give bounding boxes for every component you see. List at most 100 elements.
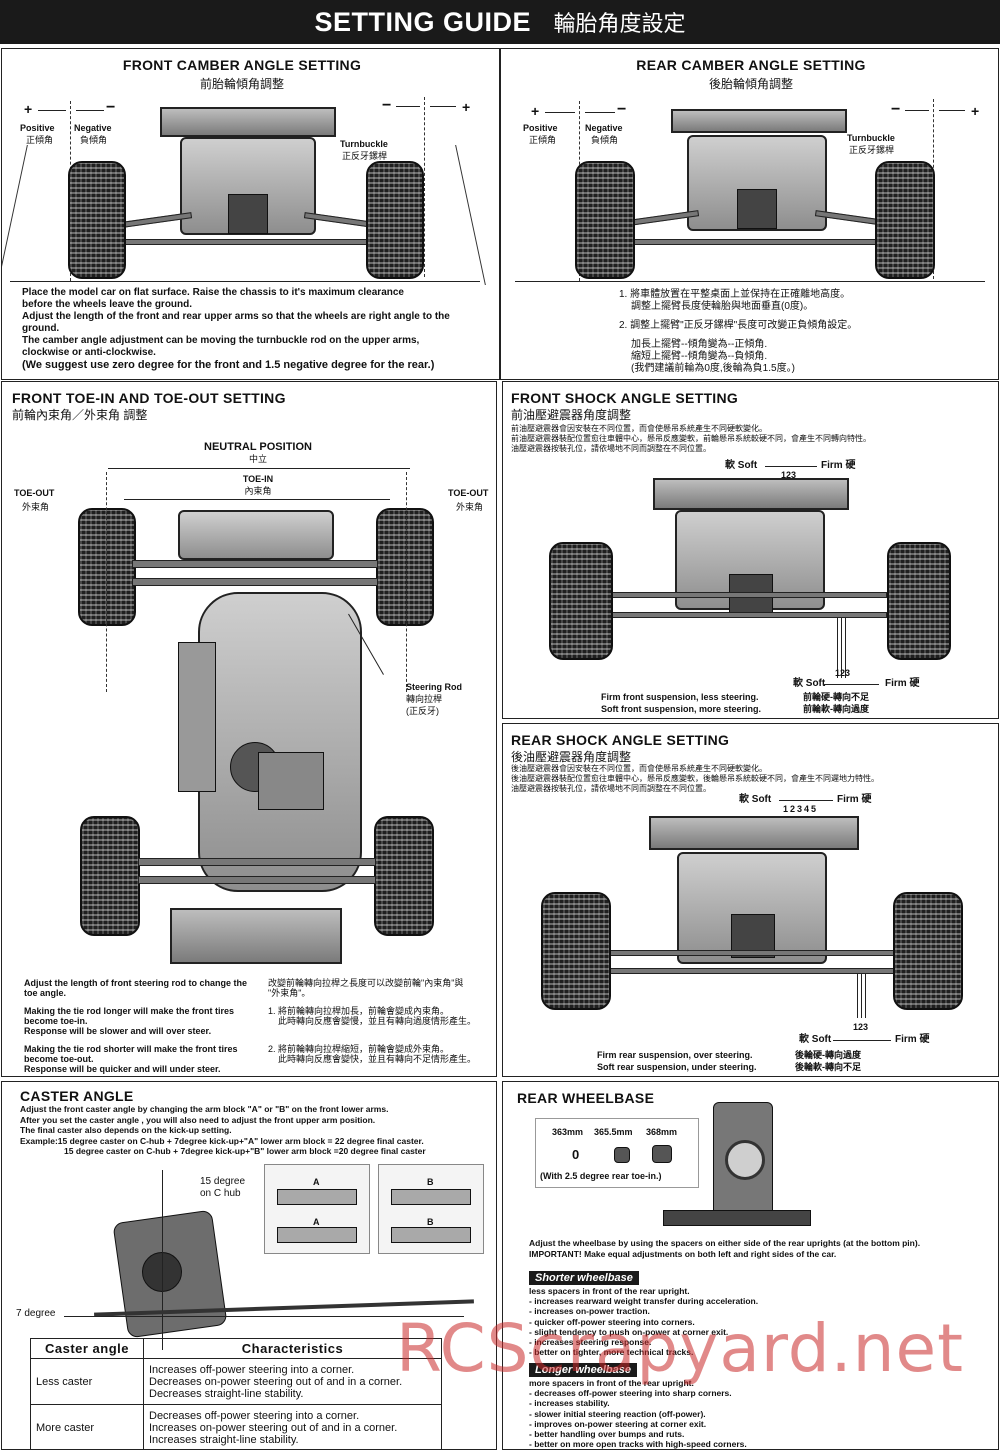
toe-note-zh: 此時轉向反應會變慢，並且有轉向過度情形產生。: [278, 1016, 477, 1026]
caster-table: Caster angle Characteristics Less caster…: [30, 1338, 442, 1449]
page-title-zh: 輪胎角度設定: [553, 11, 686, 36]
shorter-item: - quicker off-power steering into corner…: [529, 1316, 695, 1327]
rear-shock-note2-zh: 後輪軟-轉向不足: [795, 1062, 861, 1072]
front-camber-panel: FRONT CAMBER ANGLE SETTING 前胎輪傾角調整 + − P…: [1, 48, 500, 380]
shorter-section: Shorter wheelbase less spacers in front …: [529, 1268, 929, 1357]
rear-shock-title: REAR SHOCK ANGLE SETTING: [511, 732, 730, 748]
caster-panel: CASTER ANGLE Adjust the front caster ang…: [1, 1081, 497, 1450]
size-365: 365.5mm: [594, 1127, 633, 1137]
front-camber-wing-illustration: [160, 107, 336, 137]
caster-intro-line: After you set the caster angle , you wil…: [20, 1114, 376, 1125]
front-shock-right-tire: [887, 542, 951, 660]
plus-sign-right: +: [971, 103, 980, 119]
negative-label-zh: 負傾角: [591, 135, 619, 145]
shorter-item: - increases on-power traction.: [529, 1306, 650, 1317]
front-camber-note: clockwise or anti-clockwise.: [22, 347, 156, 358]
toe-note-zh: 2. 將前輪轉向拉桿縮短，前輪會變成外束角。: [268, 1044, 450, 1054]
toe-panel: FRONT TOE-IN AND TOE-OUT SETTING 前輪內束角／外…: [1, 381, 497, 1077]
longer-item: - better handling over bumps and ruts.: [529, 1429, 685, 1440]
rear-shock-note1-zh: 後輪硬-轉向過度: [795, 1050, 861, 1060]
front-camber-title-zh: 前胎輪傾角調整: [199, 77, 284, 91]
caster-title: CASTER ANGLE: [20, 1088, 134, 1104]
rear-shock-holes-bottom: 123: [853, 1022, 869, 1032]
spacer-box: 363mm 365.5mm 368mm 0 (With 2.5 degree r…: [535, 1118, 699, 1188]
rear-shock-title-zh: 後油壓避震器角度調整: [511, 750, 632, 764]
positive-label-zh: 正傾角: [529, 135, 557, 145]
rear-toe-note: (With 2.5 degree rear toe-in.): [540, 1171, 662, 1181]
plus-sign-left: +: [24, 101, 33, 117]
rear-shock-firm-top: Firm 硬: [837, 794, 872, 805]
front-shock-left-tire: [549, 542, 613, 660]
shorter-item: - better on tighter, more technical trac…: [529, 1347, 694, 1358]
rear-camber-panel: REAR CAMBER ANGLE SETTING 後胎輪傾角調整 + − Po…: [500, 48, 999, 380]
negative-label-zh: 負傾角: [80, 135, 108, 145]
toe-in-label-zh: 內束角: [244, 486, 272, 496]
longer-item: more spacers in front of the rear uprigh…: [529, 1378, 694, 1388]
minus-sign-left: −: [106, 99, 116, 116]
front-shock-firm-bottom: Firm 硬: [885, 678, 920, 689]
turnbuckle-label-zh: 正反牙鏍桿: [342, 151, 388, 161]
caster-char: Decreases on-power steering out of and i…: [149, 1375, 403, 1388]
toe-note: Adjust the length of front steering rod …: [24, 978, 247, 988]
rear-camber-note: 縮短上擺臂--傾角變為--負傾角.: [631, 351, 768, 362]
toe-note-zh: 此時轉向反應會變快，並且有轉向不足情形產生。: [278, 1054, 477, 1064]
rear-left-tire-illustration: [575, 161, 635, 279]
rear-camber-note: 1. 將車體放置在平整桌面上並保持在正確離地高度。: [619, 289, 851, 300]
front-camber-note: Adjust the length of the front and rear …: [22, 311, 450, 322]
rear-camber-wing-illustration: [671, 109, 847, 133]
toe-notes-en: Adjust the length of front steering rod …: [24, 978, 260, 1074]
longer-item: - improves on-power steering at corner e…: [529, 1418, 707, 1429]
longer-item: - better on more open tracks with high-s…: [529, 1439, 747, 1450]
watermark-text: RCScrapyard.net: [396, 1310, 964, 1387]
front-shock-soft-bottom: 軟 Soft: [793, 678, 826, 689]
turnbuckle-label: Turnbuckle: [847, 133, 895, 143]
front-camber-note: before the wheels leave the ground.: [22, 299, 193, 310]
toe-in-label: TOE-IN: [242, 474, 274, 484]
caster-chub-label: on C hub: [200, 1188, 241, 1199]
shorter-item: - increases steering response.: [529, 1337, 652, 1348]
rear-shock-left-tire: [541, 892, 611, 1010]
minus-sign-left: −: [617, 101, 627, 118]
arm-block-a-box: A A: [264, 1164, 370, 1254]
plus-sign-right: +: [462, 99, 471, 115]
zero-spacer-label: 0: [572, 1147, 580, 1162]
positive-label-zh: 正傾角: [26, 135, 54, 145]
front-shock-note2-zh: 前輪軟-轉向過度: [803, 704, 869, 714]
plus-sign-left: +: [531, 103, 540, 119]
rear-shock-note1: Firm rear suspension, over steering.: [597, 1050, 753, 1060]
toe-notes-zh: 改變前輪轉向拉桿之長度可以改變前輪"內束角"與 "外束角"。 1. 將前輪轉向拉…: [268, 978, 492, 1064]
page-header: SETTING GUIDE 輪胎角度設定: [0, 0, 1000, 44]
rear-shock-desc-line: 後油壓避震器會因安裝在不同位置，而會使懸吊系統產生不同硬軟變化。: [511, 764, 767, 773]
toe-note: Response will be quicker and will under …: [24, 1064, 221, 1074]
front-shock-panel: FRONT SHOCK ANGLE SETTING 前油壓避震器角度調整 前油壓…: [502, 381, 999, 719]
caster-row-name: Less caster: [30, 1358, 144, 1405]
rear-shock-soft-bottom: 軟 Soft: [799, 1034, 832, 1045]
toe-note-zh: 1. 將前輪轉向拉桿加長，前輪會變成內束角。: [268, 1006, 450, 1016]
toe-title: FRONT TOE-IN AND TOE-OUT SETTING: [12, 390, 286, 406]
front-camber-notes: Place the model car on flat surface. Rai…: [22, 287, 498, 371]
front-shock-wing: [653, 478, 849, 510]
neutral-label: NEUTRAL POSITION: [204, 441, 312, 453]
rear-camber-notes: 1. 將車體放置在平整桌面上並保持在正確離地高度。 調整上擺臂長度使輪胎與地面垂…: [619, 289, 989, 375]
caster-col-angle: Caster angle: [30, 1338, 144, 1359]
rear-camber-note: 2. 調整上擺臂"正反牙鏍桿"長度可改變正負傾角設定。: [619, 320, 858, 331]
front-right-tire-illustration: [366, 161, 424, 279]
wheelbase-panel: REAR WHEELBASE 363mm 365.5mm 368mm 0 (Wi…: [502, 1081, 999, 1450]
size-363: 363mm: [552, 1127, 584, 1137]
caster-col-characteristics: Characteristics: [143, 1338, 442, 1359]
caster-intro-line: Adjust the front caster angle by changin…: [20, 1104, 389, 1114]
rear-shock-firm-bottom: Firm 硬: [895, 1034, 930, 1045]
positive-label: Positive: [20, 123, 55, 133]
toe-rear-left-tire: [80, 816, 140, 936]
turnbuckle-label: Turnbuckle: [340, 139, 388, 149]
front-camber-note: (We suggest use zero degree for the fron…: [22, 359, 435, 371]
front-shock-desc: 前油壓避震器會因安裝在不同位置，而會使懸吊系統產生不同硬軟變化。 前油壓避震器裝…: [511, 424, 997, 454]
negative-label: Negative: [585, 123, 623, 133]
longer-title: Longer wheelbase: [529, 1363, 637, 1377]
longer-section: Longer wheelbase more spacers in front o…: [529, 1360, 929, 1449]
wheelbase-intro-line: Adjust the wheelbase by using the spacer…: [529, 1238, 921, 1248]
caster-char: Decreases off-power steering into a corn…: [149, 1409, 360, 1422]
rear-shock-holes-top: 12345: [783, 804, 819, 814]
front-left-tire-illustration: [68, 161, 126, 279]
shorter-item: - slight tendency to push on-power at co…: [529, 1326, 729, 1337]
